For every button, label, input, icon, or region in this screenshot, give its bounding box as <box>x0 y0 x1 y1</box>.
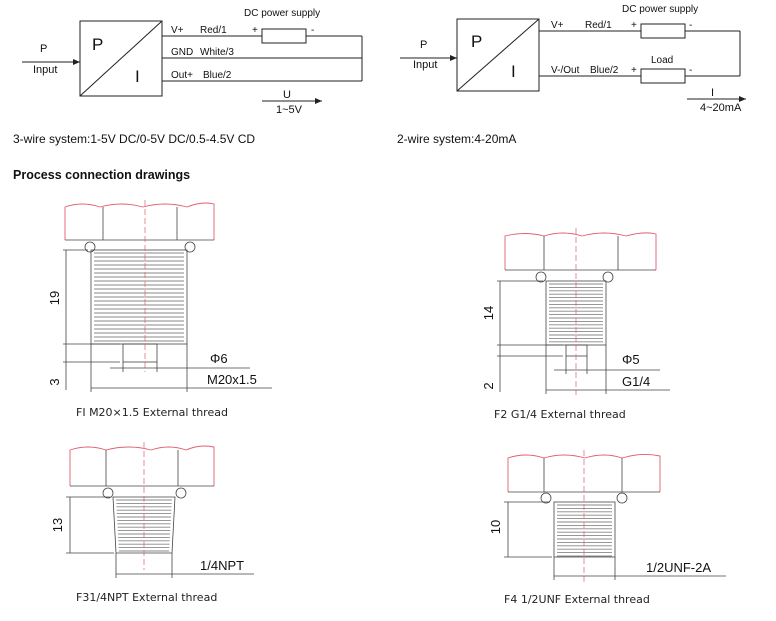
minus-label-load: - <box>689 65 692 76</box>
drawing-f1: 19 3 Φ6 M20x1.5 <box>47 200 272 392</box>
drawing-f4: 10 1/2UNF-2A <box>488 450 726 585</box>
red-label: Red/1 <box>585 20 612 31</box>
gnd-label: GND <box>171 47 193 58</box>
plus-label-load: + <box>631 65 637 76</box>
o-ring-left <box>102 487 114 499</box>
load-label: Load <box>651 55 673 66</box>
dim-bottom: 2 <box>481 382 496 389</box>
hex-body-outline <box>64 202 215 240</box>
hex-body-outline <box>69 445 215 486</box>
out-label: Out+ <box>171 70 193 81</box>
dc-supply-label: DC power supply <box>244 8 320 19</box>
dc-supply-box <box>640 23 686 39</box>
thread-lines <box>557 504 612 557</box>
wiring-diagram-2wire: P Input P I V+ Red/1 V-/Out Blue/2 DC po… <box>400 4 746 114</box>
transmitter-diagonal <box>79 20 163 97</box>
transmitter-diagonal <box>456 18 540 92</box>
i-label: I <box>711 87 714 99</box>
red-label: Red/1 <box>200 25 227 36</box>
vplus-label: V+ <box>551 20 564 31</box>
dc-supply-label: DC power supply <box>622 4 698 15</box>
dim-height: 19 <box>47 291 62 305</box>
dim-height: 10 <box>488 520 503 534</box>
o-ring-right <box>175 487 187 499</box>
dim-dia: Φ6 <box>210 351 228 366</box>
input-p-label: P <box>420 39 427 51</box>
u-label: U <box>283 89 291 101</box>
o-ring-left <box>84 241 96 253</box>
load-box <box>640 68 686 84</box>
dim-bottom: 3 <box>47 378 62 385</box>
u-range-label: 1~5V <box>276 104 303 116</box>
caption-f2: F2 G1/4 External thread <box>494 408 626 421</box>
system-2wire-caption: 2-wire system:4-20mA <box>397 132 517 146</box>
dim-height: 13 <box>50 518 65 532</box>
input-p-label: P <box>40 43 47 55</box>
o-ring-right <box>184 241 196 253</box>
tip <box>122 343 158 363</box>
blue-label: Blue/2 <box>203 70 232 81</box>
o-ring-right <box>616 492 628 504</box>
dim-thread: G1/4 <box>622 374 650 389</box>
box-i-label: I <box>135 67 140 86</box>
box-p-label: P <box>471 32 482 51</box>
caption-f4: F4 1/2UNF External thread <box>504 593 650 606</box>
wiring-diagram-3wire: P Input P I V+ Red/1 GND White/3 Out+ Bl… <box>22 8 363 116</box>
drawing-f3: 13 1/4NPT <box>50 442 254 578</box>
caption-f3: F31/4NPT External thread <box>76 591 218 604</box>
vplus-label: V+ <box>171 25 184 36</box>
box-i-label: I <box>511 62 516 81</box>
thread-lines <box>94 252 184 342</box>
o-ring-right <box>602 271 614 283</box>
hex-body-outline <box>504 232 657 270</box>
section-heading: Process connection drawings <box>13 168 191 182</box>
dc-supply-box <box>261 28 307 44</box>
o-ring-left <box>535 271 547 283</box>
minus-label: - <box>311 25 314 36</box>
vminus-out-label: V-/Out <box>551 65 580 76</box>
box-p-label: P <box>92 35 103 54</box>
plus-label: + <box>631 20 637 31</box>
dim-thread: 1/4NPT <box>200 558 244 573</box>
white-label: White/3 <box>200 47 234 58</box>
system-3wire-caption: 3-wire system:1-5V DC/0-5V DC/0.5-4.5V C… <box>13 132 256 146</box>
i-range-label: 4~20mA <box>700 102 742 114</box>
dim-thread: 1/2UNF-2A <box>646 560 711 575</box>
dim-dia: Φ5 <box>622 352 640 367</box>
input-label: Input <box>413 59 437 71</box>
dim-height: 14 <box>481 306 496 320</box>
tip <box>565 344 588 357</box>
thread-section <box>553 501 616 558</box>
transmitter-box <box>456 18 540 92</box>
caption-f1: FI M20×1.5 External thread <box>76 406 228 419</box>
minus-label: - <box>689 20 692 31</box>
drawing-f2: 14 2 Φ5 G1/4 <box>481 228 670 395</box>
plus-label: + <box>252 25 258 36</box>
dim-thread: M20x1.5 <box>207 372 257 387</box>
o-ring-left <box>540 492 552 504</box>
hex-body-outline <box>507 453 661 492</box>
input-label: Input <box>33 64 57 76</box>
blue-label: Blue/2 <box>590 65 619 76</box>
